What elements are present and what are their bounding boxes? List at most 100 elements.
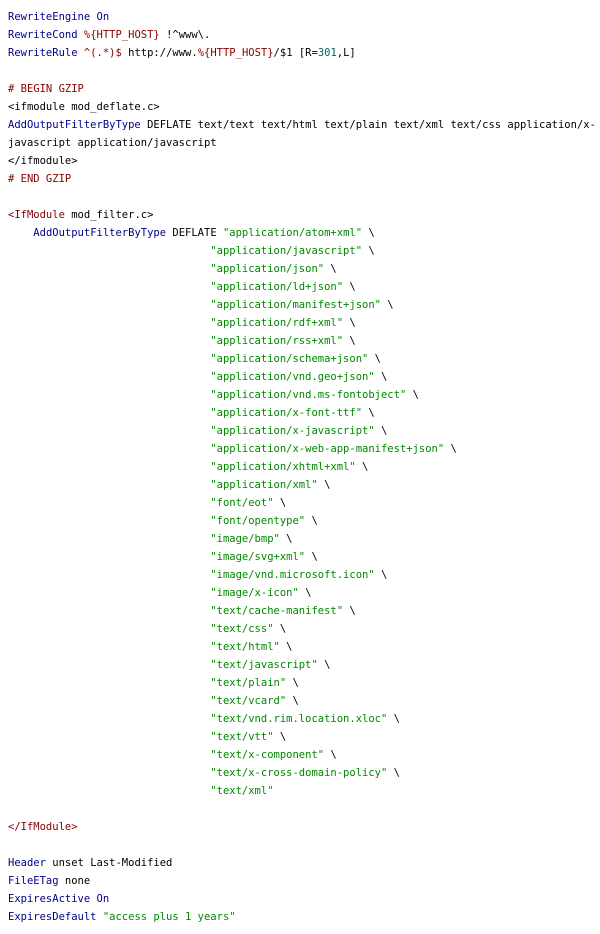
module-close-tag: </ifmodule> <box>8 155 78 167</box>
mime-type-string: "application/rss+xml" <box>210 335 344 347</box>
comment: # END GZIP <box>8 173 72 185</box>
server-variable: %{HTTP_HOST} <box>83 29 160 41</box>
code-line-mime-type: "text/cache-manifest" \ <box>8 602 600 620</box>
directive-keyword: FileETag <box>8 875 59 887</box>
mime-type-string: "text/vtt" <box>210 731 274 743</box>
line-continuation: \ <box>343 281 356 293</box>
line-continuation: \ <box>343 317 356 329</box>
line-continuation: \ <box>273 623 287 635</box>
code-line-mime-type: "application/ld+json" \ <box>8 278 600 296</box>
directive-keyword: RewriteRule <box>8 47 78 59</box>
code-line-mime-type: "application/vnd.ms-fontobject" \ <box>8 386 600 404</box>
code-line-ifmodule-deflate-open: <ifmodule mod_deflate.c> <box>8 98 600 116</box>
mime-type-string: "text/vcard" <box>210 695 287 707</box>
mime-type-string: "application/xhtml+xml" <box>210 461 356 473</box>
code-line-ifmodule-deflate-close: </ifmodule> <box>8 152 600 170</box>
code-line-rewrite-cond: RewriteCond %{HTTP_HOST} !^www\. <box>8 26 600 44</box>
module-open-tag: <ifmodule mod_deflate.c> <box>8 101 160 113</box>
directive-keyword: RewriteCond <box>8 29 78 41</box>
mime-type-string: "image/bmp" <box>210 533 280 545</box>
line-continuation: \ <box>324 263 337 275</box>
line-continuation: \ <box>374 371 388 383</box>
mime-type-string: "text/html" <box>210 641 280 653</box>
line-continuation: \ <box>324 749 337 761</box>
line-continuation: \ <box>343 335 356 347</box>
server-variable: %{HTTP_HOST} <box>197 47 274 59</box>
mime-type-string: "application/json" <box>210 263 325 275</box>
line-continuation: \ <box>362 227 375 239</box>
code-line-gzip-begin: # BEGIN GZIP <box>8 80 600 98</box>
mime-type-string: "text/css" <box>210 623 274 635</box>
line-continuation: \ <box>387 713 400 725</box>
directive-string: "access plus 1 years" <box>102 911 236 923</box>
code-line-rewrite-rule: RewriteRule ^(.*)$ http://www.%{HTTP_HOS… <box>8 44 600 62</box>
directive-keyword: AddOutputFilterByType <box>8 119 141 131</box>
code-line-gzip-end: # END GZIP <box>8 170 600 188</box>
code-line-mime-type: "text/xml" <box>8 782 600 800</box>
line-continuation: \ <box>368 353 381 365</box>
comment: # BEGIN GZIP <box>8 83 84 95</box>
rule-flags-code: 301 <box>317 47 337 59</box>
directive-args: javascript application/javascript <box>8 137 217 149</box>
mime-type-string: "application/x-web-app-manifest+json" <box>210 443 445 455</box>
directive-value: On <box>96 11 110 23</box>
mime-type-string: "image/vnd.microsoft.icon" <box>210 569 375 581</box>
code-line-mime-type: "application/schema+json" \ <box>8 350 600 368</box>
mime-type-string: "text/cache-manifest" <box>210 605 344 617</box>
code-line-mime-type: "text/x-component" \ <box>8 746 600 764</box>
directive-keyword: Header <box>8 857 46 869</box>
code-line-mime-type: "font/opentype" \ <box>8 512 600 530</box>
code-line-filter-directive: AddOutputFilterByType DEFLATE "applicati… <box>8 224 600 242</box>
mime-type-string: "application/schema+json" <box>210 353 369 365</box>
blank-line <box>8 62 600 80</box>
code-line-mime-type: "image/svg+xml" \ <box>8 548 600 566</box>
mime-type-string: "text/plain" <box>210 677 287 689</box>
code-line-deflate-types-2: javascript application/javascript <box>8 134 600 152</box>
line-continuation: \ <box>279 641 293 653</box>
rule-flags-close: ,L] <box>336 47 356 59</box>
mime-type-string: "application/x-javascript" <box>210 425 375 437</box>
mime-type-string: "application/xml" <box>210 479 318 491</box>
mime-type-string: "application/atom+xml" <box>222 227 363 239</box>
code-line-expires-active: ExpiresActive On <box>8 890 600 908</box>
directive-keyword: ExpiresDefault <box>8 911 97 923</box>
line-continuation: \ <box>343 605 356 617</box>
line-continuation: \ <box>380 299 394 311</box>
blank-line <box>8 836 600 854</box>
line-continuation: \ <box>317 659 331 671</box>
code-line-mime-type: "text/x-cross-domain-policy" \ <box>8 764 600 782</box>
blank-line <box>8 800 600 818</box>
line-continuation: \ <box>273 731 287 743</box>
line-continuation: \ <box>362 407 375 419</box>
mime-type-string: "font/eot" <box>210 497 274 509</box>
code-line-mime-type: "application/json" \ <box>8 260 600 278</box>
line-continuation: \ <box>305 551 318 563</box>
code-line-mime-type: "text/vcard" \ <box>8 692 600 710</box>
mime-type-string: "text/javascript" <box>210 659 318 671</box>
code-line-mime-type: "application/manifest+json" \ <box>8 296 600 314</box>
line-continuation: \ <box>374 425 388 437</box>
code-line-rewrite-engine: RewriteEngine On <box>8 8 600 26</box>
code-line-mime-type: "application/xml" \ <box>8 476 600 494</box>
directive-args: DEFLATE <box>166 227 223 239</box>
line-continuation: \ <box>305 515 318 527</box>
rule-target-suffix: /$1 <box>273 47 293 59</box>
code-line-mime-type: "text/javascript" \ <box>8 656 600 674</box>
code-line-mime-type: "application/vnd.geo+json" \ <box>8 368 600 386</box>
code-line-mime-type: "font/eot" \ <box>8 494 600 512</box>
mime-type-string: "text/x-component" <box>210 749 325 761</box>
code-line-mime-type: "application/rdf+xml" \ <box>8 314 600 332</box>
line-continuation: \ <box>362 245 375 257</box>
line-continuation: \ <box>444 443 457 455</box>
code-line-expires-default: ExpiresDefault "access plus 1 years" <box>8 908 600 926</box>
mime-type-string: "application/javascript" <box>210 245 363 257</box>
directive-args: unset Last-Modified <box>45 857 173 869</box>
code-line-mime-type: "image/bmp" \ <box>8 530 600 548</box>
mime-type-string: "application/rdf+xml" <box>210 317 344 329</box>
code-line-mime-type: "application/x-font-ttf" \ <box>8 404 600 422</box>
code-line-header-unset: Header unset Last-Modified <box>8 854 600 872</box>
rule-pattern: ^(.*)$ <box>83 47 122 59</box>
code-line-mime-type: "text/css" \ <box>8 620 600 638</box>
directive-keyword: AddOutputFilterByType <box>33 227 167 239</box>
